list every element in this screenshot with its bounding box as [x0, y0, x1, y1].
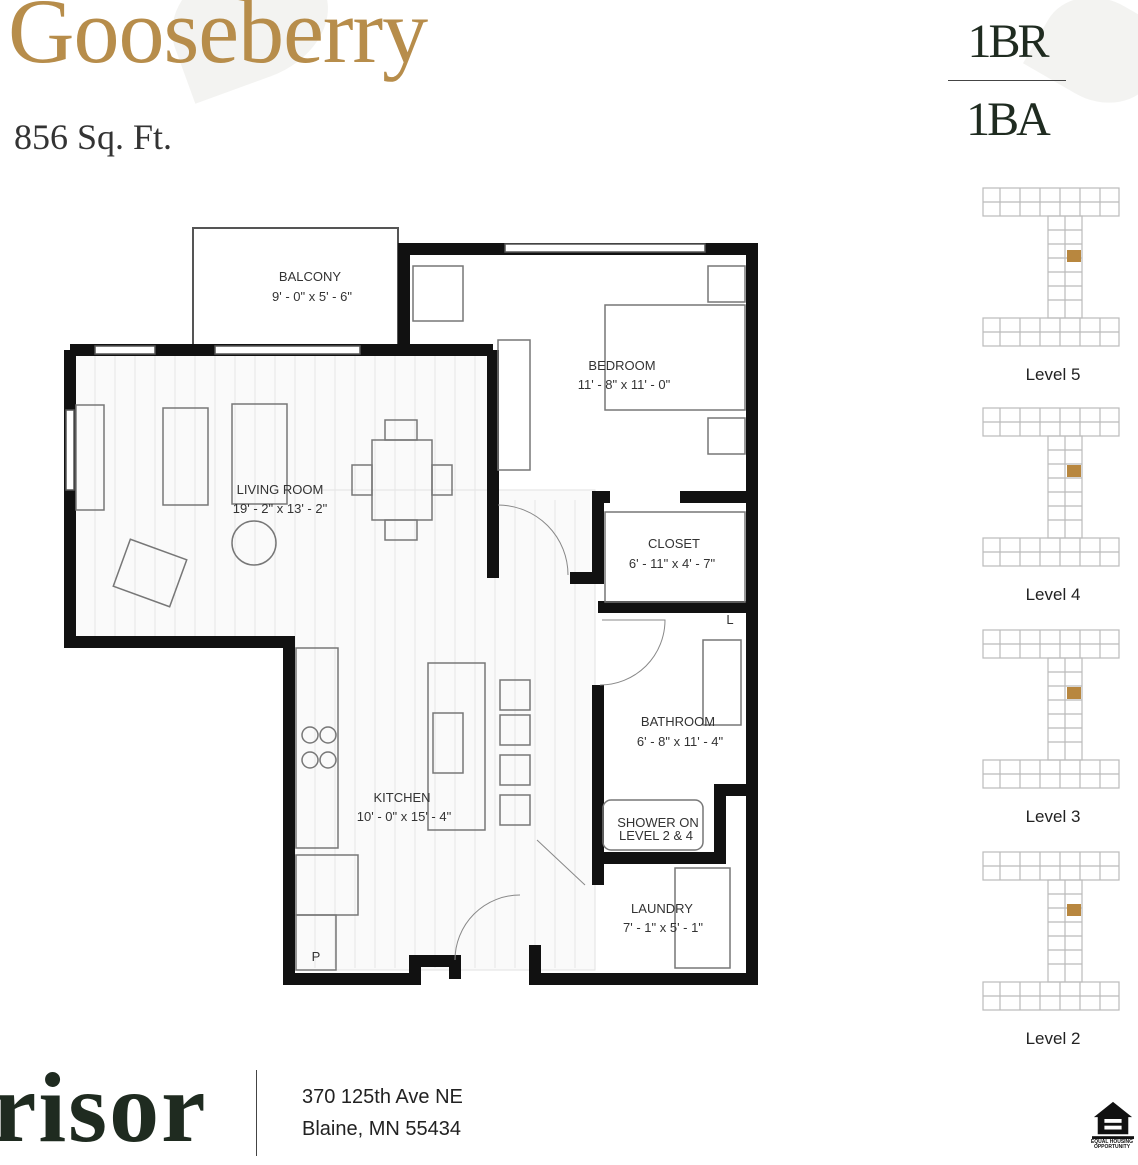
bathroom-name: BATHROOM — [641, 714, 715, 729]
highlighted-unit — [1067, 465, 1081, 477]
level-label: Level 3 — [1025, 807, 1081, 826]
living-name: LIVING ROOM — [237, 482, 324, 497]
bathroom-dims: 6' - 8" x 11' - 4" — [637, 734, 724, 749]
balcony-dims: 9' - 0" x 5' - 6" — [272, 289, 352, 304]
shower-note-2: LEVEL 2 & 4 — [619, 828, 693, 843]
level-label: Level 2 — [1025, 1029, 1081, 1048]
equal-housing-icon — [1092, 1101, 1134, 1140]
laundry-dims: 7' - 1" x 5' - 1" — [623, 920, 703, 935]
level-4-key-plan: Level 4 — [980, 400, 1130, 605]
pantry-mark: P — [312, 949, 321, 964]
building-outline — [982, 851, 1120, 1011]
kitchen-name: KITCHEN — [373, 790, 430, 805]
room-labels: BALCONY 9' - 0" x 5' - 6" BEDROOM 11' - … — [233, 269, 734, 964]
door-swings — [454, 504, 666, 961]
bedroom-dims: 11' - 8" x 11' - 0" — [578, 377, 671, 392]
shower-note-1: SHOWER ON — [617, 815, 699, 830]
highlighted-unit — [1067, 904, 1081, 916]
highlighted-unit — [1067, 250, 1081, 262]
floor-pattern — [74, 354, 596, 971]
level-label: Level 4 — [1025, 585, 1081, 604]
level-3-key-plan: Level 3 — [980, 622, 1130, 827]
level-label: Level 5 — [1025, 365, 1081, 384]
bedroom-name: BEDROOM — [588, 358, 655, 373]
balcony-name: BALCONY — [279, 269, 341, 284]
linen-mark: L — [726, 612, 733, 627]
highlighted-unit — [1067, 687, 1081, 699]
building-outline — [982, 629, 1120, 789]
closet-name: CLOSET — [648, 536, 700, 551]
equal-housing-text: EQUAL HOUSING OPPORTUNITY — [1090, 1139, 1134, 1150]
balcony-outline — [192, 227, 399, 347]
closet-dims: 6' - 11" x 4' - 7" — [629, 556, 716, 571]
bathroom-count: 1BA — [966, 93, 1051, 146]
square-footage: 856 Sq. Ft. — [14, 117, 173, 157]
level-5-key-plan: Level 5 — [980, 180, 1130, 385]
windows — [65, 243, 706, 491]
kitchen-dims: 10' - 0" x 15' - 4" — [357, 809, 452, 824]
footer-divider — [256, 1070, 257, 1156]
divider — [948, 80, 1066, 81]
address-line-1: 370 125th Ave NE — [302, 1086, 463, 1108]
building-outline — [982, 407, 1120, 567]
level-2-key-plan: Level 2 — [980, 844, 1130, 1049]
plan-title: Gooseberry — [8, 0, 428, 82]
floor-plan: BALCONY 9' - 0" x 5' - 6" BEDROOM 11' - … — [64, 227, 758, 985]
brand-logo: risor — [0, 1052, 208, 1163]
address-line-2: Blaine, MN 55434 — [302, 1118, 461, 1140]
furniture — [75, 265, 746, 971]
building-outline — [982, 187, 1120, 347]
living-dims: 19' - 2" x 13' - 2" — [233, 501, 328, 516]
bedroom-count: 1BR — [967, 15, 1049, 68]
laundry-name: LAUNDRY — [631, 901, 693, 916]
